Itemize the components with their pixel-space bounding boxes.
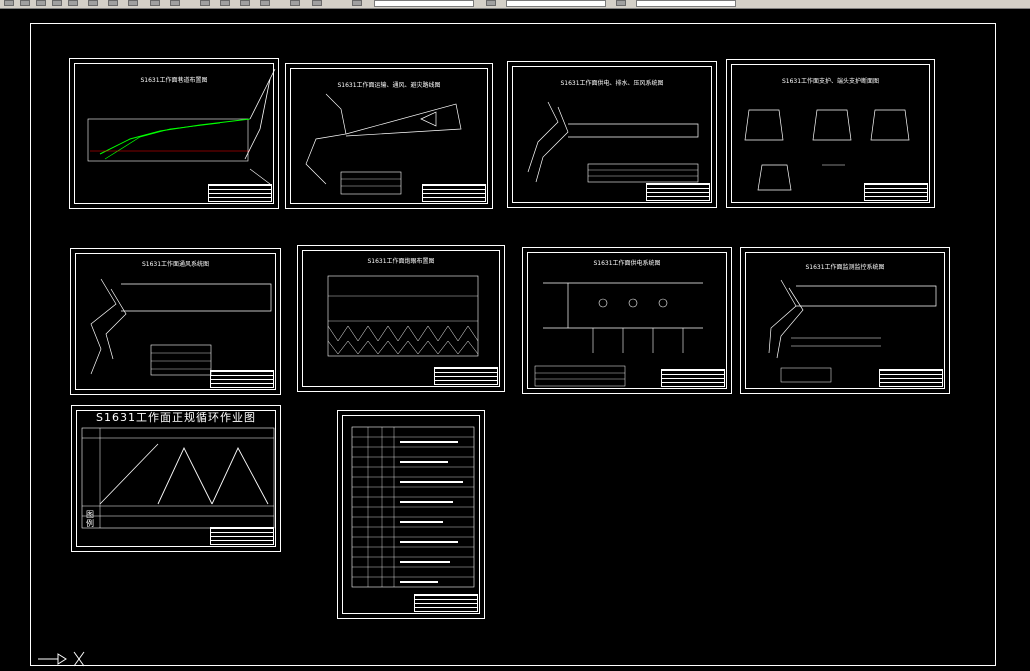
drawing-sheet-1[interactable]: S1631工作面巷道布置图: [69, 58, 279, 209]
sheet-drawing: [327, 275, 479, 357]
toolbar-icon[interactable]: [108, 0, 118, 6]
toolbar-icon[interactable]: [170, 0, 180, 6]
toolbar-icon[interactable]: [36, 0, 46, 6]
sheet-drawing: [305, 93, 462, 195]
drawing-sheet-10[interactable]: [337, 410, 485, 619]
toolbar-icon[interactable]: [290, 0, 300, 6]
title-block: [414, 594, 478, 612]
dimstyle-combo[interactable]: [636, 0, 736, 7]
sheet-title: S1631工作面正规循环作业图: [96, 411, 256, 424]
drawing-sheet-9[interactable]: S1631工作面正规循环作业图 图例: [71, 405, 281, 552]
sheet-title: S1631工作面运输、通风、避灾路线图: [337, 82, 441, 89]
sheet-drawing: [768, 279, 937, 383]
layer-combo[interactable]: [374, 0, 474, 7]
sheet-drawing: [351, 426, 475, 588]
drawing-sheet-2[interactable]: S1631工作面运输、通风、避灾路线图: [285, 63, 493, 209]
toolbar-icon[interactable]: [260, 0, 270, 6]
toolbar-icon[interactable]: [240, 0, 250, 6]
drawing-sheet-8[interactable]: S1631工作面监测监控系统图: [740, 247, 950, 394]
sheet-title: S1631工作面巷道布置图: [140, 77, 208, 84]
sheet-title: S1631工作面供电、排水、压风系统图: [560, 80, 664, 87]
drawing-sheet-3[interactable]: S1631工作面供电、排水、压风系统图: [507, 61, 717, 208]
drawing-canvas[interactable]: S1631工作面巷道布置图 S1631工作面运输、通风、避灾路线图 S1631工…: [0, 9, 1030, 671]
model-frame: [30, 23, 996, 666]
sheet-drawing: [81, 427, 275, 529]
drawing-sheet-6[interactable]: S1631工作面炮眼布置图: [297, 245, 505, 392]
toolbar-icon[interactable]: [150, 0, 160, 6]
toolbar-icon[interactable]: [220, 0, 230, 6]
toolbar-icon[interactable]: [68, 0, 78, 6]
toolbar-icon[interactable]: [200, 0, 210, 6]
title-block: [208, 184, 272, 202]
sheet-title: S1631工作面供电系统图: [593, 260, 661, 267]
drawing-sheet-7[interactable]: S1631工作面供电系统图: [522, 247, 732, 394]
sheet-drawing: [87, 68, 276, 185]
style-combo[interactable]: [506, 0, 606, 7]
title-block: [646, 183, 710, 201]
toolbar-icon[interactable]: [312, 0, 322, 6]
sheet-title: S1631工作面监测监控系统图: [805, 264, 885, 271]
toolbar-icon[interactable]: [352, 0, 362, 6]
legend-label: 图例: [86, 510, 94, 528]
ucs-icon: [38, 651, 85, 667]
sheet-title: S1631工作面通风系统图: [141, 261, 210, 268]
sheet-drawing: [527, 101, 699, 183]
sheet-title: S1631工作面炮眼布置图: [367, 258, 435, 265]
toolbar-icon[interactable]: [616, 0, 626, 6]
toolbar-icon[interactable]: [20, 0, 30, 6]
title-block: [210, 527, 274, 545]
sheet-title: S1631工作面支护、端头支护断面图: [781, 78, 880, 85]
title-block: [879, 369, 943, 387]
title-block: [422, 184, 486, 202]
toolbar-icon[interactable]: [4, 0, 14, 6]
title-block: [864, 183, 928, 201]
toolbar-icon[interactable]: [52, 0, 62, 6]
drawing-sheet-5[interactable]: S1631工作面通风系统图: [70, 248, 281, 395]
drawing-sheet-4[interactable]: S1631工作面支护、端头支护断面图: [726, 59, 935, 208]
title-block: [434, 367, 498, 385]
toolbar-icon[interactable]: [486, 0, 496, 6]
sheet-drawing: [534, 282, 703, 387]
toolbar-icon[interactable]: [128, 0, 138, 6]
sheet-drawing: [744, 109, 910, 191]
title-block: [210, 370, 274, 388]
title-block: [661, 369, 725, 387]
toolbar: [0, 0, 1030, 9]
toolbar-icon[interactable]: [88, 0, 98, 6]
sheet-drawing: [90, 278, 272, 376]
